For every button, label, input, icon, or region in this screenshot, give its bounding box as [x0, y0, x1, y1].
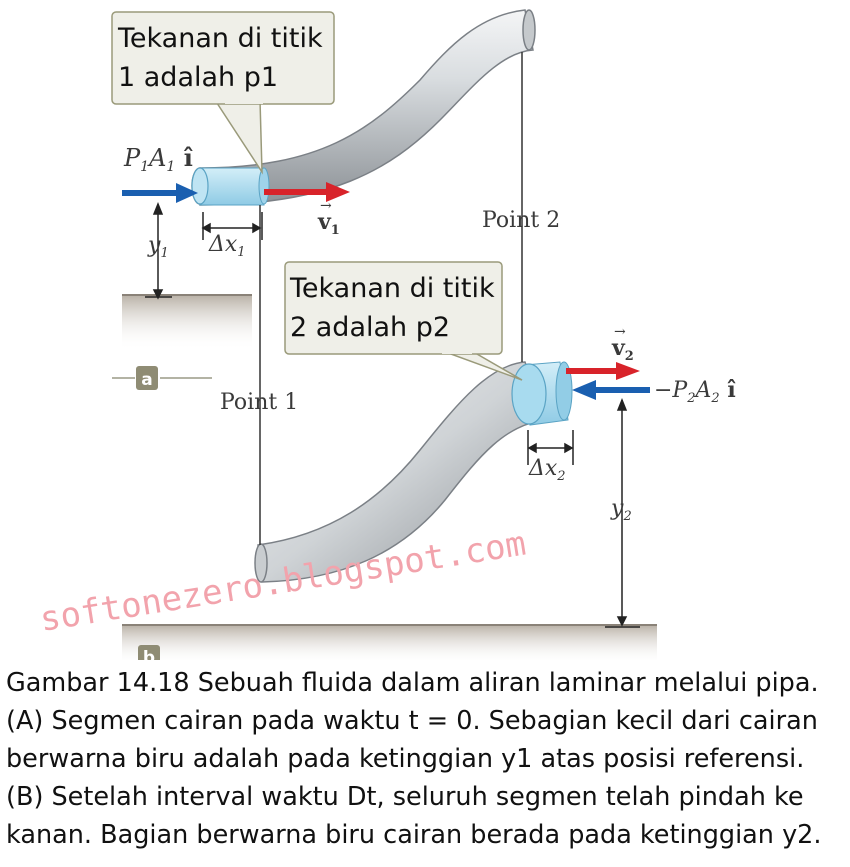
dx2-dimension: [527, 430, 574, 465]
dx1-dimension: [201, 212, 263, 240]
point1-label: Point 1: [220, 390, 298, 415]
fluid-segment-a: [191, 167, 270, 206]
y2-dimension: [605, 397, 640, 628]
y2-label: y2: [610, 496, 632, 524]
v2-label: v2: [611, 335, 634, 364]
v1-label: v1: [317, 209, 340, 238]
fluid-flow-diagram: Tekanan di titik 1 adalah p1 Tekanan di …: [37, 9, 736, 660]
callout-1-line2: 1 adalah p1: [118, 62, 278, 93]
panel-badge-b-label: b: [143, 648, 155, 660]
caption-line-5: kanan. Bagian berwarna biru cairan berad…: [6, 820, 822, 850]
y1-label: y1: [147, 233, 169, 261]
panel-badge-a: a: [112, 366, 212, 390]
force1-label: P1A1 î: [123, 143, 193, 175]
force2-label: −P2A2 î: [654, 377, 736, 406]
velocity-arrow-v1: [264, 182, 350, 202]
panel-badge-a-label: a: [141, 370, 152, 390]
v1-vector-arrow: →: [320, 198, 332, 214]
callout-1: Tekanan di titik 1 adalah p1: [111, 11, 335, 175]
dx1-label: Δx1: [208, 232, 246, 260]
dx2-label: Δx2: [528, 456, 566, 484]
caption-line-3: berwarna biru adalah pada ketinggian y1 …: [6, 744, 805, 774]
callout-2-line2: 2 adalah p2: [290, 312, 450, 343]
v2-vector-arrow: →: [614, 324, 626, 340]
ground-a: [122, 294, 252, 350]
ground-b: [122, 624, 657, 660]
caption-line-4: (B) Setelah interval waktu Dt, seluruh s…: [6, 782, 804, 812]
figure-caption: Gambar 14.18 Sebuah fluida dalam aliran …: [6, 664, 848, 854]
caption-line-2: (A) Segmen cairan pada waktu t = 0. Seba…: [6, 706, 818, 736]
callout-2: Tekanan di titik 2 adalah p2: [284, 261, 523, 381]
callout-2-line1: Tekanan di titik: [289, 273, 495, 304]
point2-label: Point 2: [482, 208, 560, 233]
force-arrow-p2: [572, 380, 650, 400]
velocity-arrow-v2: [566, 362, 640, 380]
y1-dimension: [145, 201, 172, 300]
fluid-segment-b: [511, 361, 573, 426]
panel-badge-b: b: [138, 645, 160, 660]
caption-line-1: Gambar 14.18 Sebuah fluida dalam aliran …: [6, 668, 819, 698]
force-arrow-p1: [122, 183, 198, 203]
callout-1-line1: Tekanan di titik: [117, 23, 323, 54]
